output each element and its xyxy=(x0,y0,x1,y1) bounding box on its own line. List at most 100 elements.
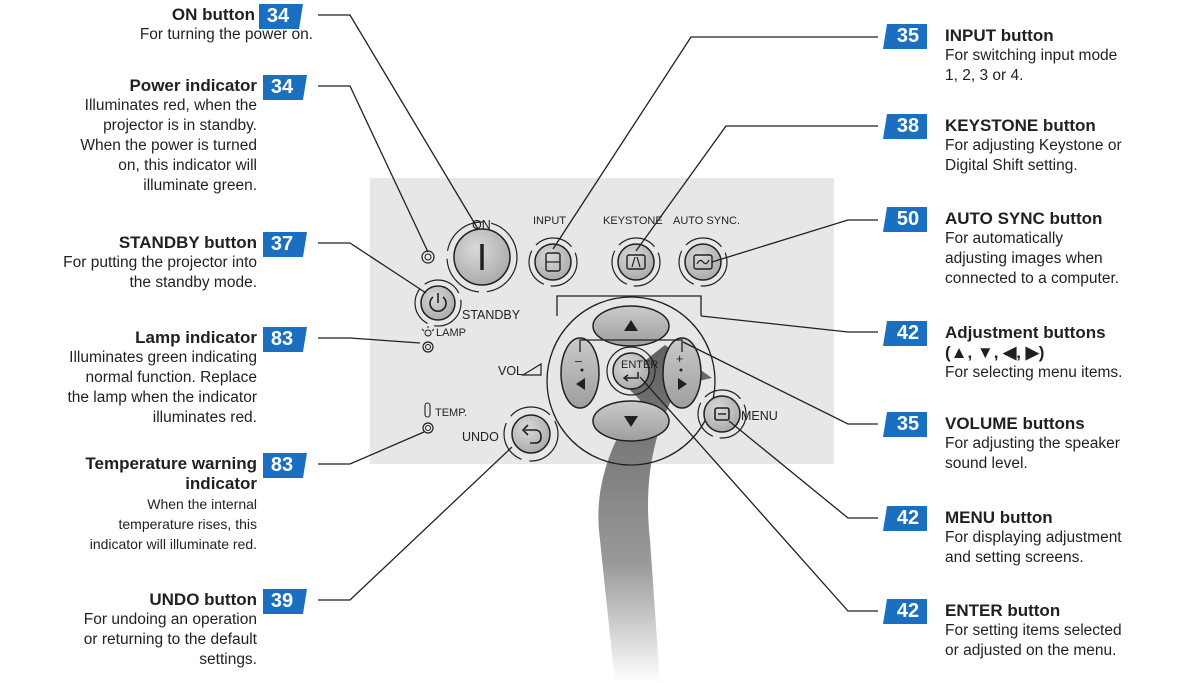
temp-indicator xyxy=(422,422,434,434)
menu-label: MENU xyxy=(741,409,778,423)
page-number: 83 xyxy=(270,328,294,350)
callout-title: VOLUME buttons xyxy=(945,414,1085,433)
temp-indicator-callout: Temperature warning indicator When the i… xyxy=(85,454,257,554)
keystone-button-callout: KEYSTONE button For adjusting Keystone o… xyxy=(945,116,1122,176)
page-badge: 38 xyxy=(883,114,927,139)
callout-title: ENTER button xyxy=(945,601,1061,620)
page-badge: 42 xyxy=(883,599,927,624)
callout-desc: For switching input mode xyxy=(945,47,1118,64)
page-badge: 37 xyxy=(263,232,307,257)
callout-title: KEYSTONE button xyxy=(945,116,1096,135)
adjust-bracket xyxy=(556,295,702,316)
page-number: 42 xyxy=(896,600,920,622)
input-button-callout: INPUT button For switching input mode 1,… xyxy=(945,26,1117,86)
leader-lines xyxy=(318,14,878,612)
input-label: INPUT xyxy=(533,215,566,227)
vol-label: VOL xyxy=(498,364,523,378)
page-badge: 42 xyxy=(883,506,927,531)
adjustment-pad xyxy=(546,296,716,466)
auto-sync-button[interactable] xyxy=(678,237,728,287)
volume-bracket xyxy=(579,339,683,352)
page-number: 35 xyxy=(896,25,920,47)
page-number: 37 xyxy=(270,233,294,255)
callout-title: ON button xyxy=(171,5,255,24)
undo-button[interactable] xyxy=(503,406,559,462)
callout-desc: For setting items selected xyxy=(945,622,1122,639)
lamp-label: LAMP xyxy=(436,327,466,339)
lamp-icon xyxy=(421,326,435,337)
callout-title: STANDBY button xyxy=(118,233,257,252)
lamp-indicator-callout: Lamp indicator Illuminates green indicat… xyxy=(67,328,257,428)
page-number: 50 xyxy=(896,208,920,230)
page-number: 34 xyxy=(270,76,294,98)
adjustment-buttons-callout: Adjustment buttons (▲, ▼, ◀, ▶) For sele… xyxy=(945,323,1122,383)
callout-desc: indicator will illuminate red. xyxy=(89,536,257,552)
enter-button-callout: ENTER button For setting items selected … xyxy=(945,601,1122,661)
callout-desc: For undoing an operation xyxy=(83,611,257,628)
callout-title: INPUT button xyxy=(945,26,1054,45)
right-button[interactable] xyxy=(662,337,702,409)
callout-desc: When the internal xyxy=(147,496,257,512)
callout-desc: the lamp when the indicator xyxy=(67,389,257,406)
page-number: 35 xyxy=(896,413,920,435)
plus-label: + xyxy=(676,352,683,366)
menu-button[interactable] xyxy=(697,389,747,439)
undo-label: UNDO xyxy=(462,430,499,444)
page-badge: 35 xyxy=(883,412,927,437)
menu-button-callout: MENU button For displaying adjustment an… xyxy=(945,508,1122,568)
callout-desc: Digital Shift setting. xyxy=(945,157,1078,174)
standby-label: STANDBY xyxy=(462,308,521,322)
callout-desc: on, this indicator will xyxy=(118,157,257,174)
on-button[interactable] xyxy=(446,221,518,293)
minus-label: – xyxy=(575,354,582,368)
callout-desc: projector is in standby. xyxy=(103,117,257,134)
callout-desc: normal function. Replace xyxy=(85,369,257,386)
up-button[interactable] xyxy=(592,305,670,347)
enter-button[interactable] xyxy=(606,346,656,396)
thermometer-icon xyxy=(424,402,431,418)
power-indicator-callout: Power indicator Illuminates red, when th… xyxy=(80,76,257,196)
page-badge: 42 xyxy=(883,321,927,346)
callout-title: MENU button xyxy=(945,508,1053,527)
callout-title: Temperature warning xyxy=(85,454,257,473)
callout-desc: or returning to the default xyxy=(83,631,257,648)
page-badge: 39 xyxy=(263,589,307,614)
on-label: ON xyxy=(472,218,491,232)
callout-desc: or adjusted on the menu. xyxy=(945,642,1117,659)
standby-button[interactable] xyxy=(414,279,462,327)
page-badge: 83 xyxy=(263,453,307,478)
callout-desc: adjusting images when xyxy=(945,250,1103,267)
callout-desc: illuminates red. xyxy=(152,409,257,426)
down-button[interactable] xyxy=(592,400,670,442)
page-badge: 34 xyxy=(259,4,303,29)
callout-desc: For putting the projector into xyxy=(63,254,257,271)
callout-desc: illuminate green. xyxy=(143,177,257,194)
page-number: 34 xyxy=(266,5,290,27)
page-number: 38 xyxy=(896,115,920,137)
volume-icon xyxy=(520,362,542,376)
callout-desc: settings. xyxy=(199,651,257,668)
callout-title-line2: indicator xyxy=(185,474,257,493)
undo-button-callout: UNDO button For undoing an operation or … xyxy=(84,590,257,670)
callout-desc: For turning the power on. xyxy=(139,26,313,43)
left-button[interactable] xyxy=(560,337,600,409)
keystone-button[interactable] xyxy=(611,237,661,287)
page-badge: 34 xyxy=(263,75,307,100)
input-button[interactable] xyxy=(528,237,578,287)
callout-title-line2: (▲, ▼, ◀, ▶) xyxy=(945,343,1045,362)
callout-desc: For adjusting Keystone or xyxy=(945,137,1122,154)
page-badge: 50 xyxy=(883,207,927,232)
enter-label: ENTER xyxy=(621,359,658,371)
callout-desc: Illuminates red, when the xyxy=(84,97,257,114)
page-number: 83 xyxy=(270,454,294,476)
keystone-label: KEYSTONE xyxy=(603,215,663,227)
callout-desc: Illuminates green indicating xyxy=(69,349,257,366)
callout-desc: When the power is turned xyxy=(80,137,257,154)
auto-sync-button-callout: AUTO SYNC button For automatically adjus… xyxy=(945,209,1119,289)
callout-desc: For automatically xyxy=(945,230,1064,247)
page-badge: 83 xyxy=(263,327,307,352)
volume-buttons-callout: VOLUME buttons For adjusting the speaker… xyxy=(945,414,1120,474)
temp-label: TEMP. xyxy=(435,407,467,419)
callout-desc: For selecting menu items. xyxy=(945,364,1123,381)
